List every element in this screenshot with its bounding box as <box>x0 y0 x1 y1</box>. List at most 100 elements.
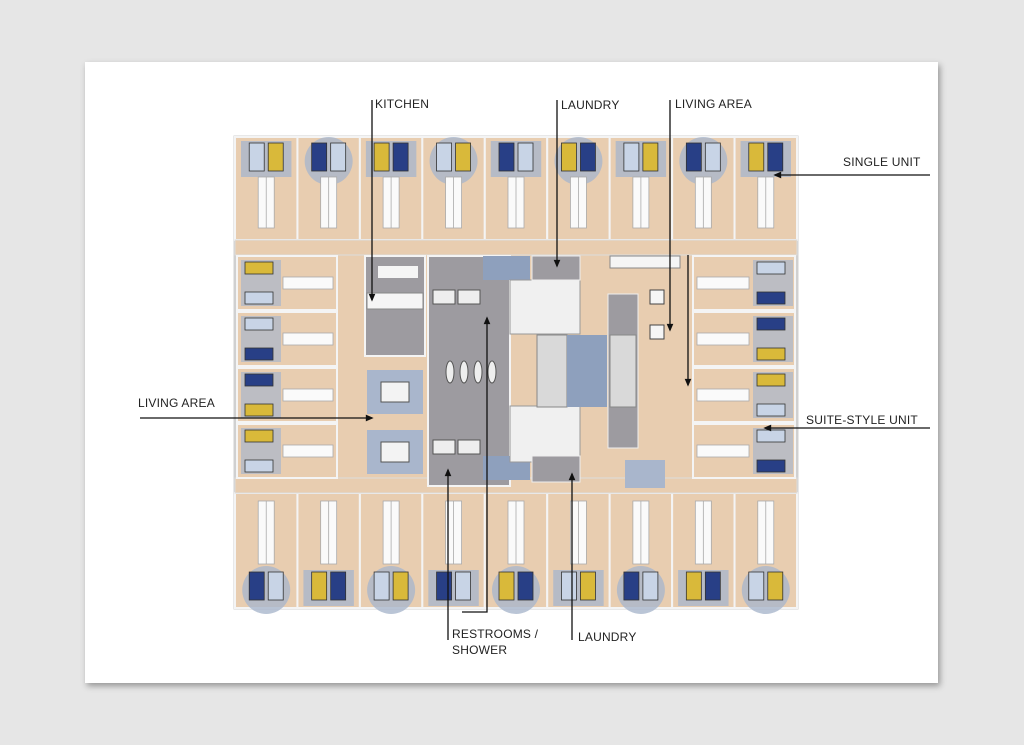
rug <box>303 570 354 606</box>
sink <box>487 360 497 384</box>
rug <box>615 141 667 177</box>
arrow-kitchen-head <box>368 293 376 302</box>
bed <box>455 571 471 601</box>
single-unit <box>608 492 674 614</box>
bed <box>561 571 577 601</box>
wardrobe-desk <box>282 332 334 346</box>
single-unit <box>733 492 798 614</box>
bed <box>373 571 390 601</box>
bed <box>756 429 786 443</box>
stairwell <box>509 279 581 335</box>
bed <box>311 571 328 601</box>
counter <box>609 255 681 269</box>
bed <box>756 459 786 473</box>
bed <box>244 429 274 443</box>
wardrobe-desk <box>696 332 750 346</box>
bed <box>267 142 284 172</box>
rug <box>490 141 542 177</box>
single-unit <box>296 136 361 241</box>
bed <box>436 142 452 172</box>
bed <box>436 571 452 601</box>
rug <box>428 570 479 606</box>
label-laundry-bottom: LAUNDRY <box>578 630 637 644</box>
bed <box>756 403 786 417</box>
bed <box>580 571 596 601</box>
coffee-table <box>380 381 410 403</box>
label-suite-style-unit: SUITE-STYLE UNIT <box>806 413 918 427</box>
arrow-living-area-left-head <box>365 414 374 422</box>
vestibule <box>483 256 530 280</box>
suite-unit-bedroom <box>236 311 338 367</box>
shower-stall <box>432 439 456 455</box>
rug <box>365 141 417 177</box>
bed <box>685 142 702 172</box>
single-unit <box>234 492 299 614</box>
rug <box>740 141 791 177</box>
elevator-shaft <box>609 334 637 408</box>
wardrobe-desk <box>282 276 334 290</box>
single-unit <box>671 136 736 241</box>
dining-table <box>649 324 665 340</box>
elevator-shaft <box>536 334 568 408</box>
elevator-lobby <box>567 335 607 407</box>
bed <box>373 142 390 172</box>
label-living-area-left: LIVING AREA <box>138 396 215 410</box>
wardrobe-desk <box>282 388 334 402</box>
bed <box>244 261 274 275</box>
bed <box>756 373 786 387</box>
rug <box>553 570 604 606</box>
bed <box>623 142 640 172</box>
single-unit <box>733 136 798 241</box>
wardrobe-desk <box>696 388 750 402</box>
bed <box>704 571 721 601</box>
corridor-top <box>234 239 798 256</box>
suite-unit-bedroom <box>236 423 338 479</box>
single-unit <box>421 492 486 609</box>
bed <box>756 261 786 275</box>
single-unit <box>234 136 299 241</box>
label-restrooms-line1: RESTROOMS / <box>452 627 539 641</box>
single-unit <box>483 136 549 241</box>
bed <box>517 142 534 172</box>
bed <box>248 571 265 601</box>
suite-unit-bedroom <box>692 367 796 423</box>
suite-unit-bedroom <box>692 255 796 311</box>
bed <box>748 571 765 601</box>
coffee-table <box>380 441 410 463</box>
living-area-rug <box>625 460 665 488</box>
bed <box>392 142 409 172</box>
bed <box>685 571 702 601</box>
kitchen-island <box>378 266 418 278</box>
kitchen-counter <box>366 292 424 310</box>
single-unit <box>483 492 549 614</box>
label-single-unit: SINGLE UNIT <box>843 155 921 169</box>
bed <box>517 571 534 601</box>
bed <box>580 142 596 172</box>
bed <box>561 142 577 172</box>
bed <box>455 142 471 172</box>
suite-unit-bedroom <box>692 311 796 367</box>
suite-unit-bedroom <box>236 367 338 423</box>
sink <box>445 360 455 384</box>
corridor-bottom <box>234 477 798 494</box>
label-laundry-top: LAUNDRY <box>561 98 620 112</box>
sink <box>459 360 469 384</box>
shower-stall <box>432 289 456 305</box>
arrow-laundry-bottom-head <box>568 472 576 481</box>
bed <box>498 142 515 172</box>
single-unit <box>358 136 424 241</box>
wardrobe-desk <box>282 444 334 458</box>
label-restrooms-shower: RESTROOMS / SHOWER <box>452 626 538 658</box>
single-unit <box>671 492 736 609</box>
single-unit <box>608 136 674 241</box>
bed <box>330 571 347 601</box>
bed <box>244 347 274 361</box>
arrow-restrooms-head <box>444 468 452 477</box>
arrow-shower-head <box>483 316 491 325</box>
single-unit <box>358 492 424 614</box>
wardrobe-desk <box>696 444 750 458</box>
sink <box>473 360 483 384</box>
single-unit <box>296 492 361 609</box>
bed <box>642 571 659 601</box>
